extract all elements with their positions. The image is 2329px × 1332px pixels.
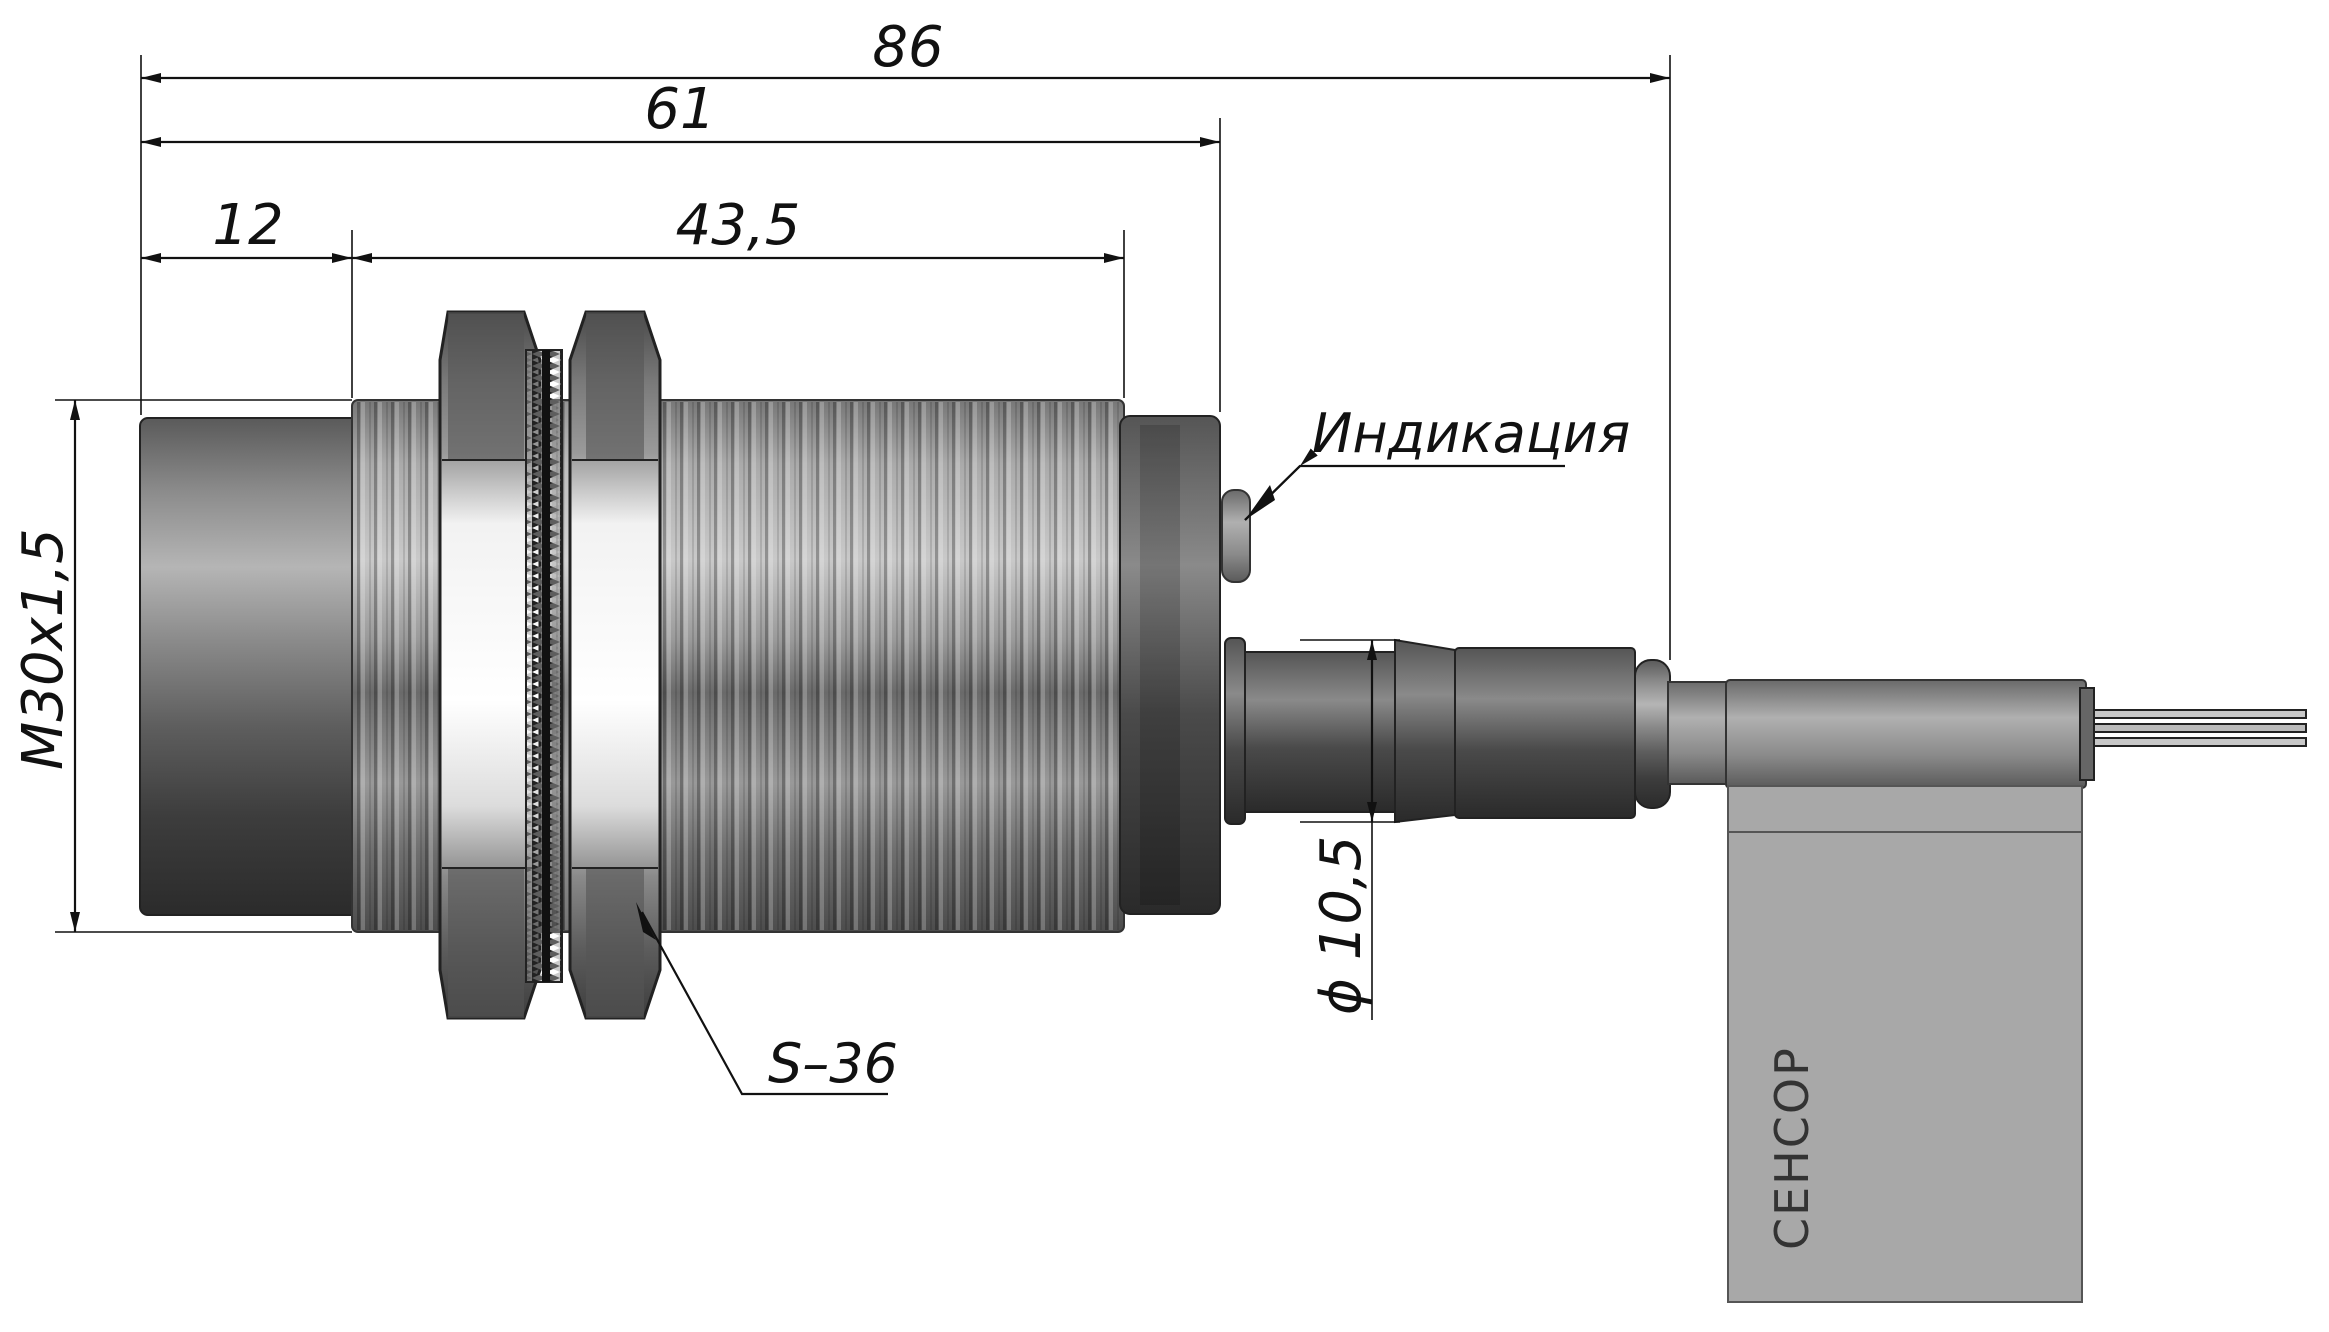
dim-thread-length: 43,5 (676, 193, 801, 258)
wrench-arrowhead (636, 902, 656, 940)
cable-flare (1394, 638, 1456, 824)
brand-tag-text: СЕНСОР (1765, 1046, 1819, 1250)
rear-shoulder (1119, 415, 1221, 915)
lock-nut-front (438, 310, 542, 1020)
cable-gland (1454, 647, 1636, 819)
dim-front-section: 12 (212, 193, 283, 258)
lock-nut-rear (568, 310, 662, 1020)
cable-wires (2093, 709, 2307, 747)
dim-length-to-connector: 61 (644, 77, 715, 142)
sensor-front-cap (139, 417, 366, 916)
dim-thread-spec: M30x1,5 (11, 528, 76, 770)
dim-overall-length: 86 (872, 15, 943, 80)
indicator-led (1221, 489, 1251, 583)
label-tag (1727, 785, 2083, 1303)
cable-jacket (1725, 679, 2087, 789)
wrench-leader (641, 911, 888, 1096)
dim-cable-diameter: ϕ 10,5 (1309, 836, 1374, 1015)
indicator-label: Индикация (1312, 402, 1630, 465)
cable (1667, 681, 1729, 785)
indicator-leader-shelf (1244, 464, 1565, 521)
extension-lines (55, 55, 1671, 933)
indicator-arrowhead (1245, 485, 1275, 520)
cable-stem (1224, 637, 1246, 825)
cable-end-cap (2079, 687, 2095, 781)
gland-tip (1634, 659, 1671, 809)
wrench-size-label: S–36 (768, 1032, 898, 1095)
rear-ring (1140, 425, 1180, 905)
lock-washer (525, 349, 563, 983)
